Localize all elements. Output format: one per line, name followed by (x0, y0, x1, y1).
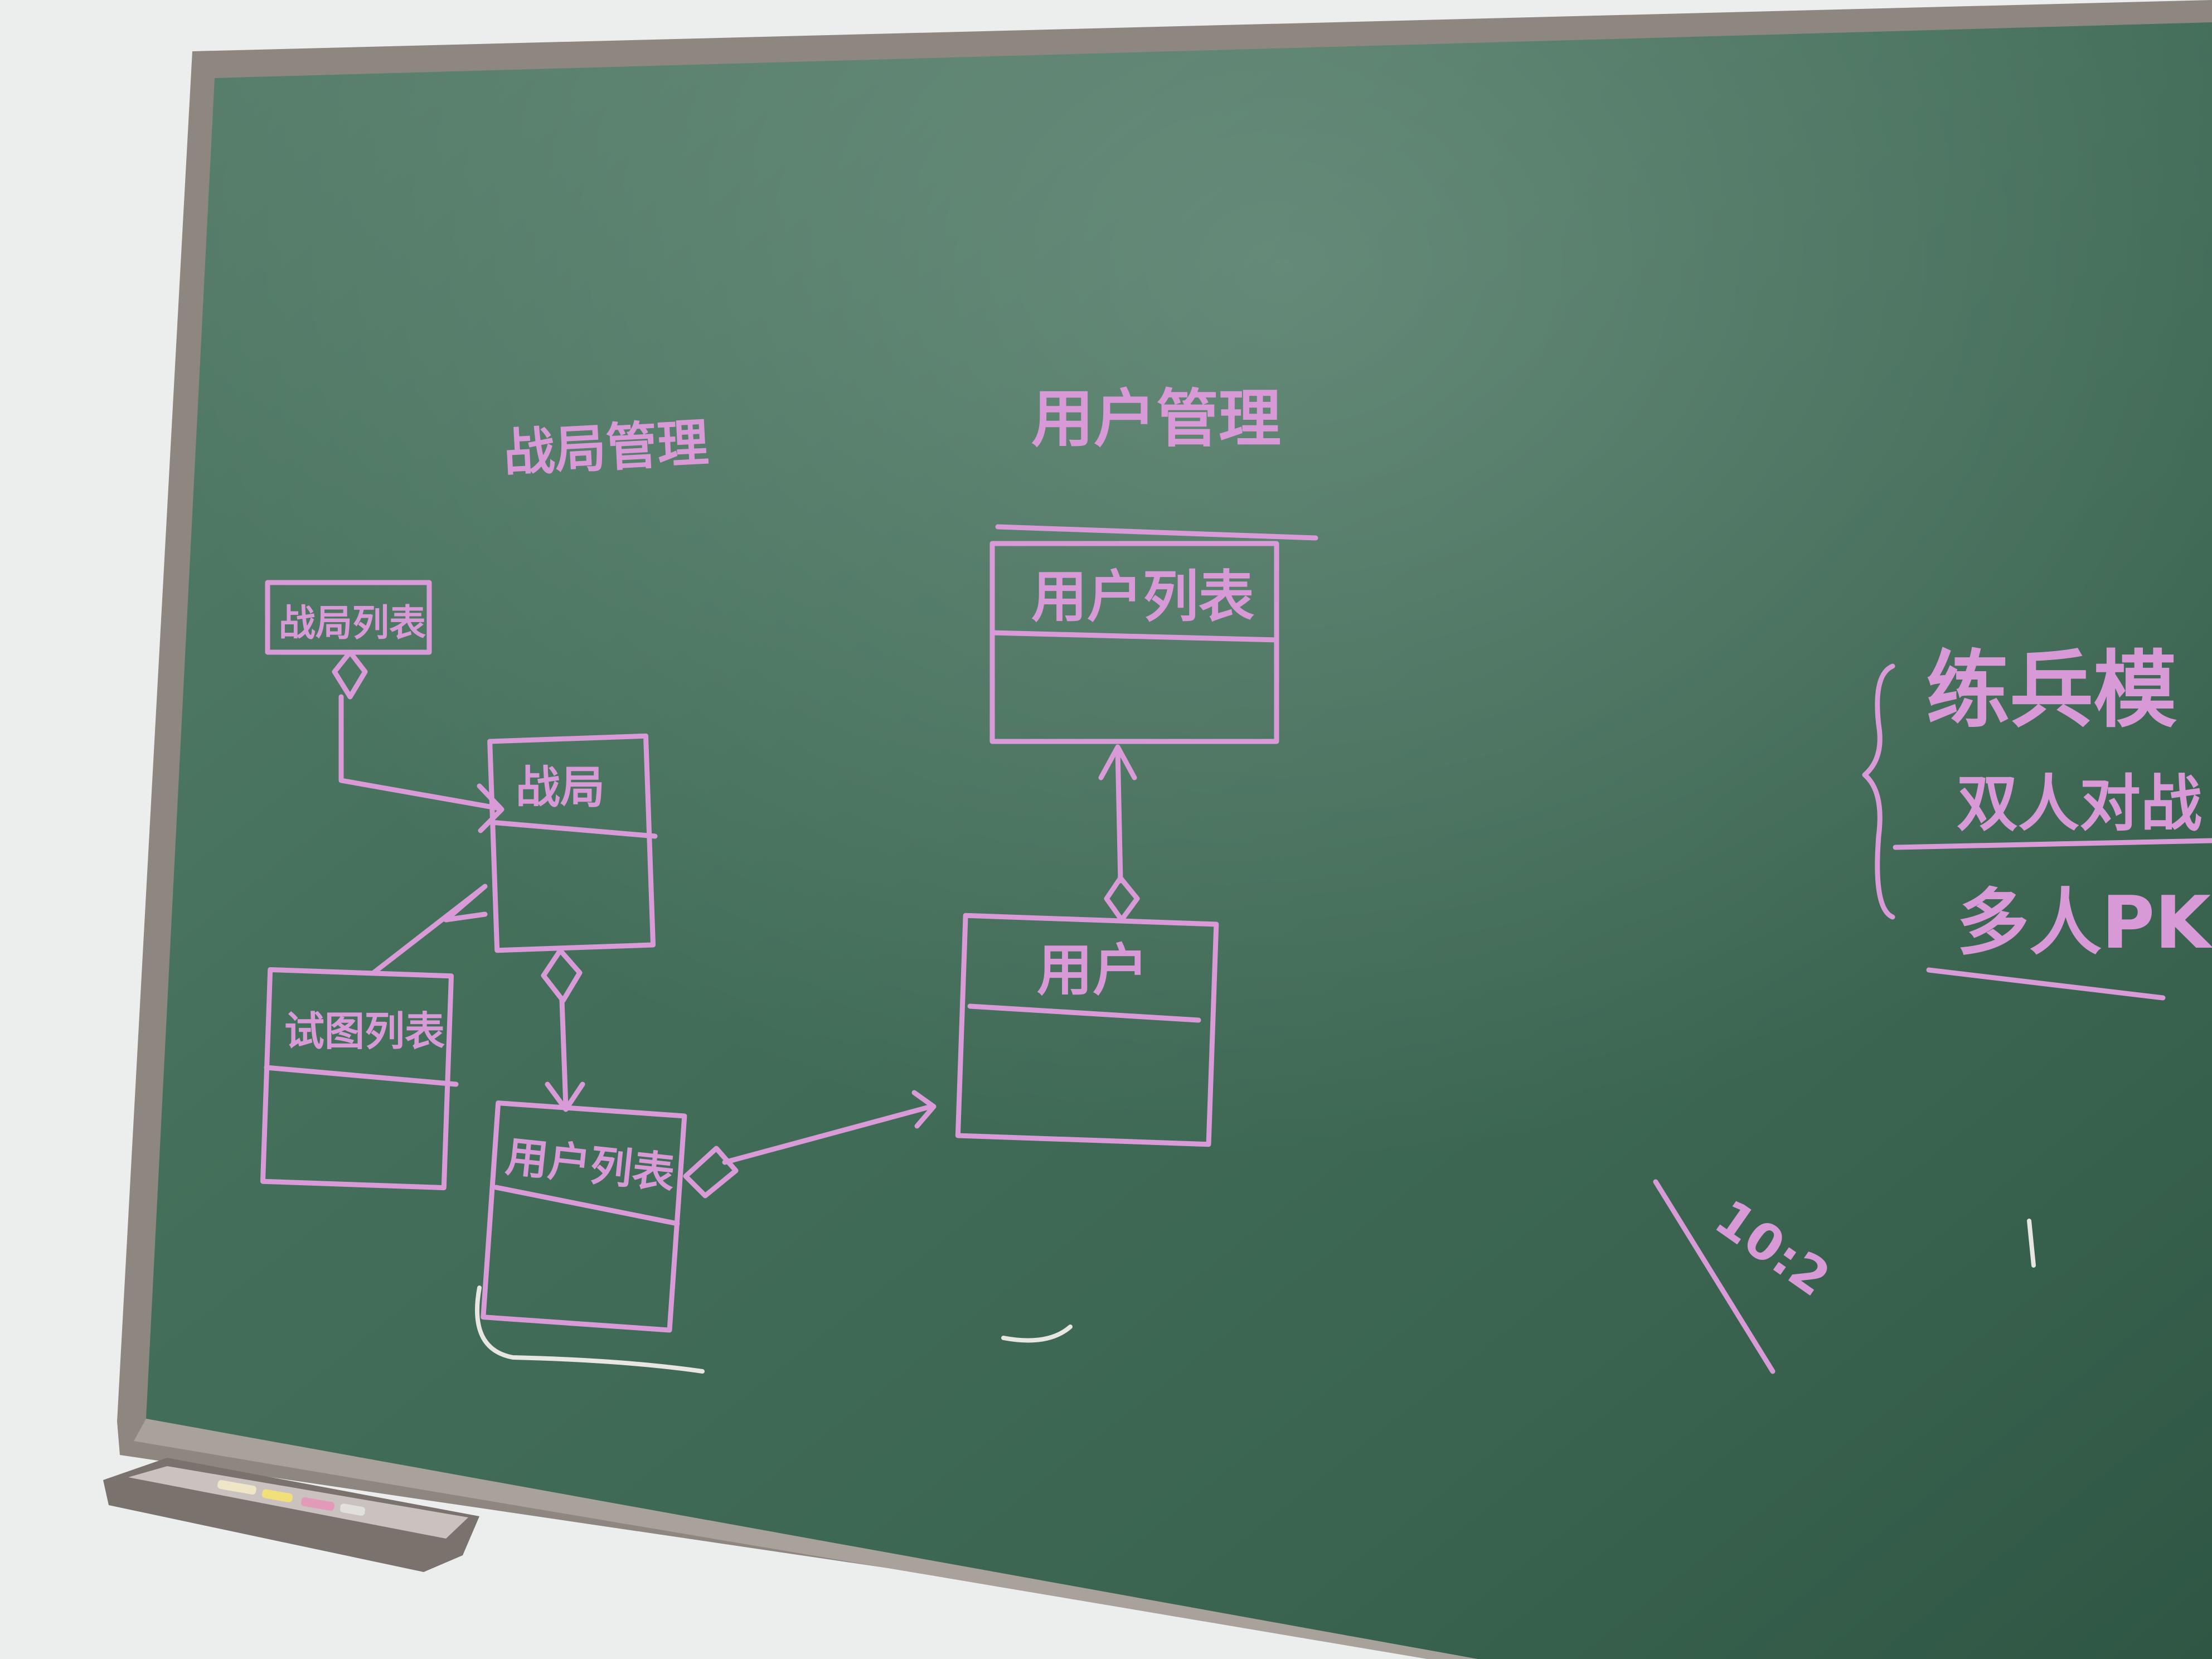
spectator-list-divider (264, 1065, 459, 1087)
user-class-box (955, 913, 1219, 1147)
arrow-head (477, 783, 505, 833)
spectator-link (371, 884, 488, 976)
chalk-piece (217, 1479, 256, 1495)
note-practice-mode: 练兵模 (1926, 642, 2177, 739)
note-duel: 双人对战 (1957, 768, 2202, 840)
user-class-divider (967, 1003, 1201, 1023)
match-list-label: 战局列表 (279, 601, 426, 644)
association-line-2 (559, 998, 569, 1109)
aggregation-diamond (332, 649, 368, 700)
note-multi-pk-underline (1926, 967, 2166, 1001)
white-scribble (475, 1286, 705, 1374)
match-class-label: 战局 (516, 761, 605, 813)
user-list-left-divider (493, 1185, 680, 1226)
user-list-right-top-accent (995, 524, 1318, 541)
spectator-list-label: 试图列表 (284, 1008, 445, 1055)
note-duel-underline (1893, 838, 2212, 850)
match-class-box (487, 733, 656, 953)
section-title-match-management: 战局管理 (502, 413, 710, 483)
user-list-right-box (989, 541, 1279, 744)
board-bottom-lip (134, 1419, 1477, 1659)
section-title-user-management: 用户管理 (1031, 383, 1281, 455)
chalk-piece (301, 1497, 334, 1511)
chalk-piece (261, 1489, 293, 1502)
composition-arrow-head (1098, 744, 1137, 780)
board-glare (146, 22, 2212, 1659)
user-class-label: 用户 (1037, 938, 1148, 1003)
white-scribble (1001, 1325, 1073, 1343)
scribble-tick (2027, 1219, 2036, 1268)
user-list-right-divider (989, 630, 1279, 643)
curly-brace (1862, 663, 1895, 920)
association-line-3 (722, 1104, 934, 1165)
note-multi-pk: 多人PK (1957, 880, 2212, 965)
user-list-right-label: 用户列表 (1031, 564, 1254, 629)
chalk-tray-inner (128, 1466, 468, 1539)
aggregation-diamond-3 (683, 1146, 739, 1199)
chalk-piece (339, 1503, 366, 1516)
composition-line (1115, 747, 1123, 884)
match-class-divider (488, 819, 658, 839)
scribble-slash (1653, 1179, 1776, 1374)
association-line (338, 694, 502, 811)
arrow-head-3 (911, 1090, 937, 1129)
